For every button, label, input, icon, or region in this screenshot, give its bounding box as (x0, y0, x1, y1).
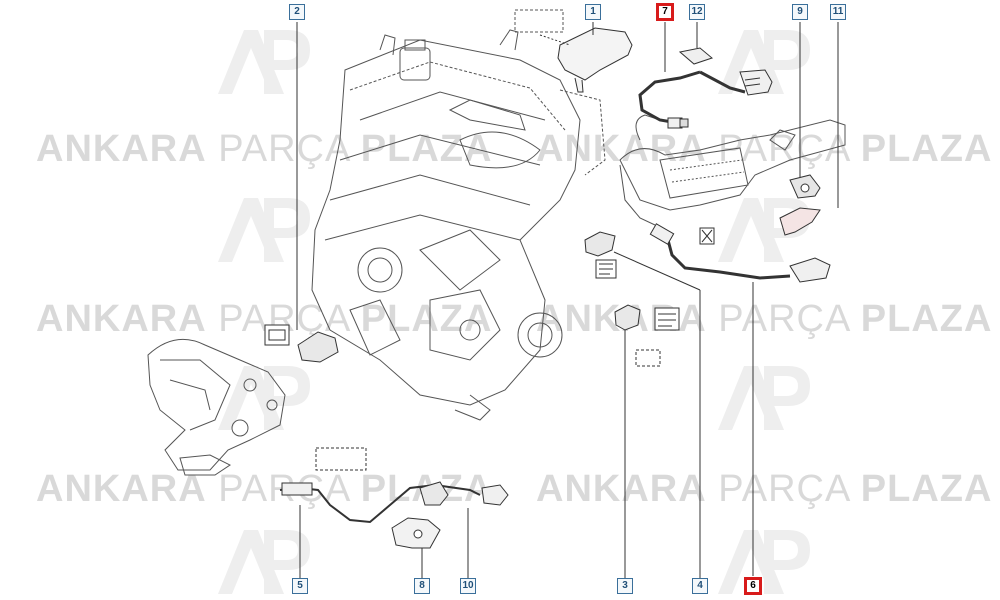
engine-block (311, 29, 606, 421)
part-12-clip (678, 47, 714, 65)
leader-lines (296, 22, 839, 578)
watermark-word-3: PLAZA (860, 128, 993, 170)
callout-5[interactable]: 5 (292, 578, 308, 594)
watermark-word-2: PARÇA (718, 298, 850, 340)
part-1-sensor (514, 9, 633, 93)
callout-12[interactable]: 12 (689, 4, 705, 20)
callout-3[interactable]: 3 (617, 578, 633, 594)
part-3-sensor (614, 304, 680, 367)
part-8-bracket (391, 517, 441, 549)
watermark-word-2: PARÇA (718, 468, 850, 510)
part-5-oxygen-sensor (279, 447, 509, 524)
part-2-sensor (264, 324, 339, 363)
watermark-row-3b: ANKARA PARÇA PLAZA (536, 468, 992, 511)
watermark-logos (218, 30, 810, 594)
part-6-oxygen-sensor (649, 223, 831, 283)
callout-1[interactable]: 1 (585, 4, 601, 20)
part-4-sensor (584, 231, 617, 279)
watermark-word-2: PARÇA (218, 128, 350, 170)
callout-2[interactable]: 2 (289, 4, 305, 20)
part-10-clip (419, 481, 449, 506)
catalytic-converter (619, 114, 846, 226)
callout-6[interactable]: 6 (744, 577, 762, 595)
callout-11[interactable]: 11 (830, 4, 846, 20)
part-9-grommet (789, 174, 821, 199)
watermark-word-3: PLAZA (860, 468, 993, 510)
part-7-oxygen-sensor (638, 69, 773, 129)
callout-9[interactable]: 9 (792, 4, 808, 20)
watermark-word-3: PLAZA (860, 298, 993, 340)
callout-10[interactable]: 10 (460, 578, 476, 594)
watermark-word-1: ANKARA (36, 128, 207, 170)
watermark-row-1: ANKARA PARÇA PLAZA (36, 128, 492, 171)
watermark-word-1: ANKARA (536, 128, 707, 170)
exhaust-manifold (147, 338, 286, 476)
callout-8[interactable]: 8 (414, 578, 430, 594)
watermark-word-1: ANKARA (36, 298, 207, 340)
callout-4[interactable]: 4 (692, 578, 708, 594)
watermark-word-1: ANKARA (36, 468, 207, 510)
watermark-word-1: ANKARA (536, 468, 707, 510)
part-11-bracket (779, 207, 821, 236)
callout-7[interactable]: 7 (656, 3, 674, 21)
